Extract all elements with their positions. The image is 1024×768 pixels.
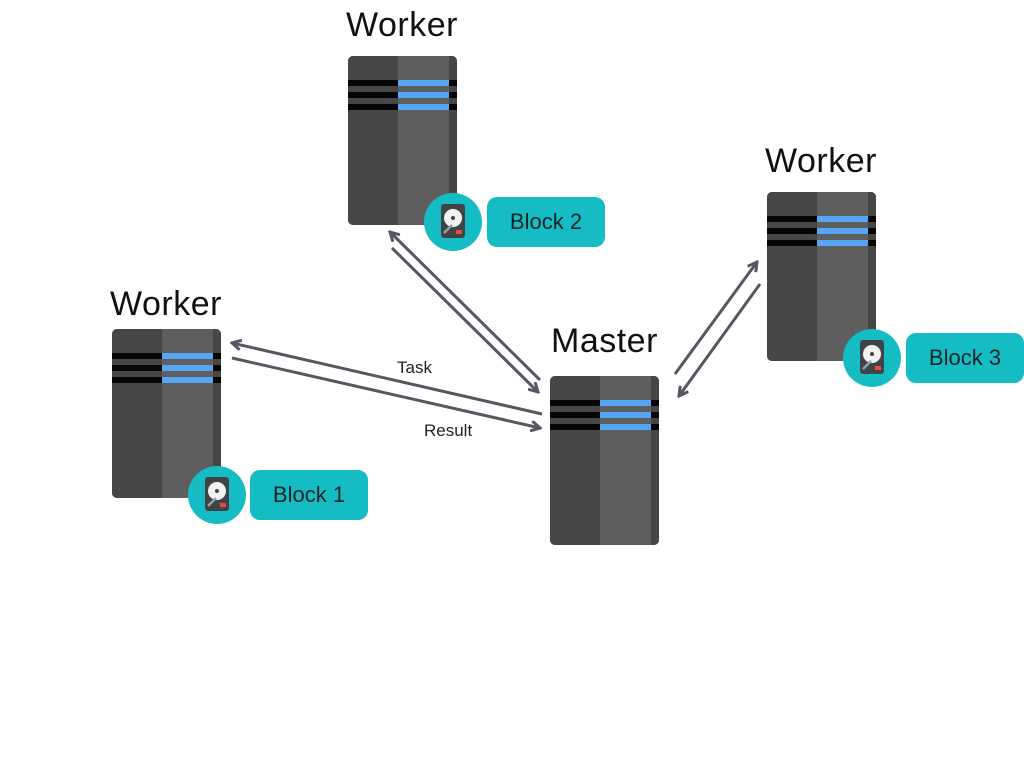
arrow-worker-top-to-master (390, 246, 538, 392)
master-label: Master (551, 322, 658, 360)
arrow-task-to-worker-left (232, 343, 543, 416)
hard-disk-icon (188, 466, 246, 524)
result-label: Result (424, 421, 473, 440)
worker-right-label: Worker (765, 142, 877, 180)
block-1-badge: Block 1 (250, 470, 368, 520)
worker-top-label: Worker (346, 6, 458, 44)
arrow-result-to-master (231, 356, 540, 428)
master-server-icon[interactable] (550, 376, 659, 545)
arrow-master-to-worker-top (390, 232, 542, 382)
hard-disk-icon (424, 193, 482, 251)
hard-disk-icon (843, 329, 901, 387)
worker-right-server-icon[interactable] (767, 192, 876, 361)
block-3-badge: Block 3 (906, 333, 1024, 383)
task-label: Task (397, 358, 432, 377)
arrow-master-to-worker-right (673, 262, 757, 375)
block-2-badge: Block 2 (487, 197, 605, 247)
worker-left-label: Worker (110, 285, 222, 323)
arrow-worker-right-to-master (679, 283, 762, 396)
